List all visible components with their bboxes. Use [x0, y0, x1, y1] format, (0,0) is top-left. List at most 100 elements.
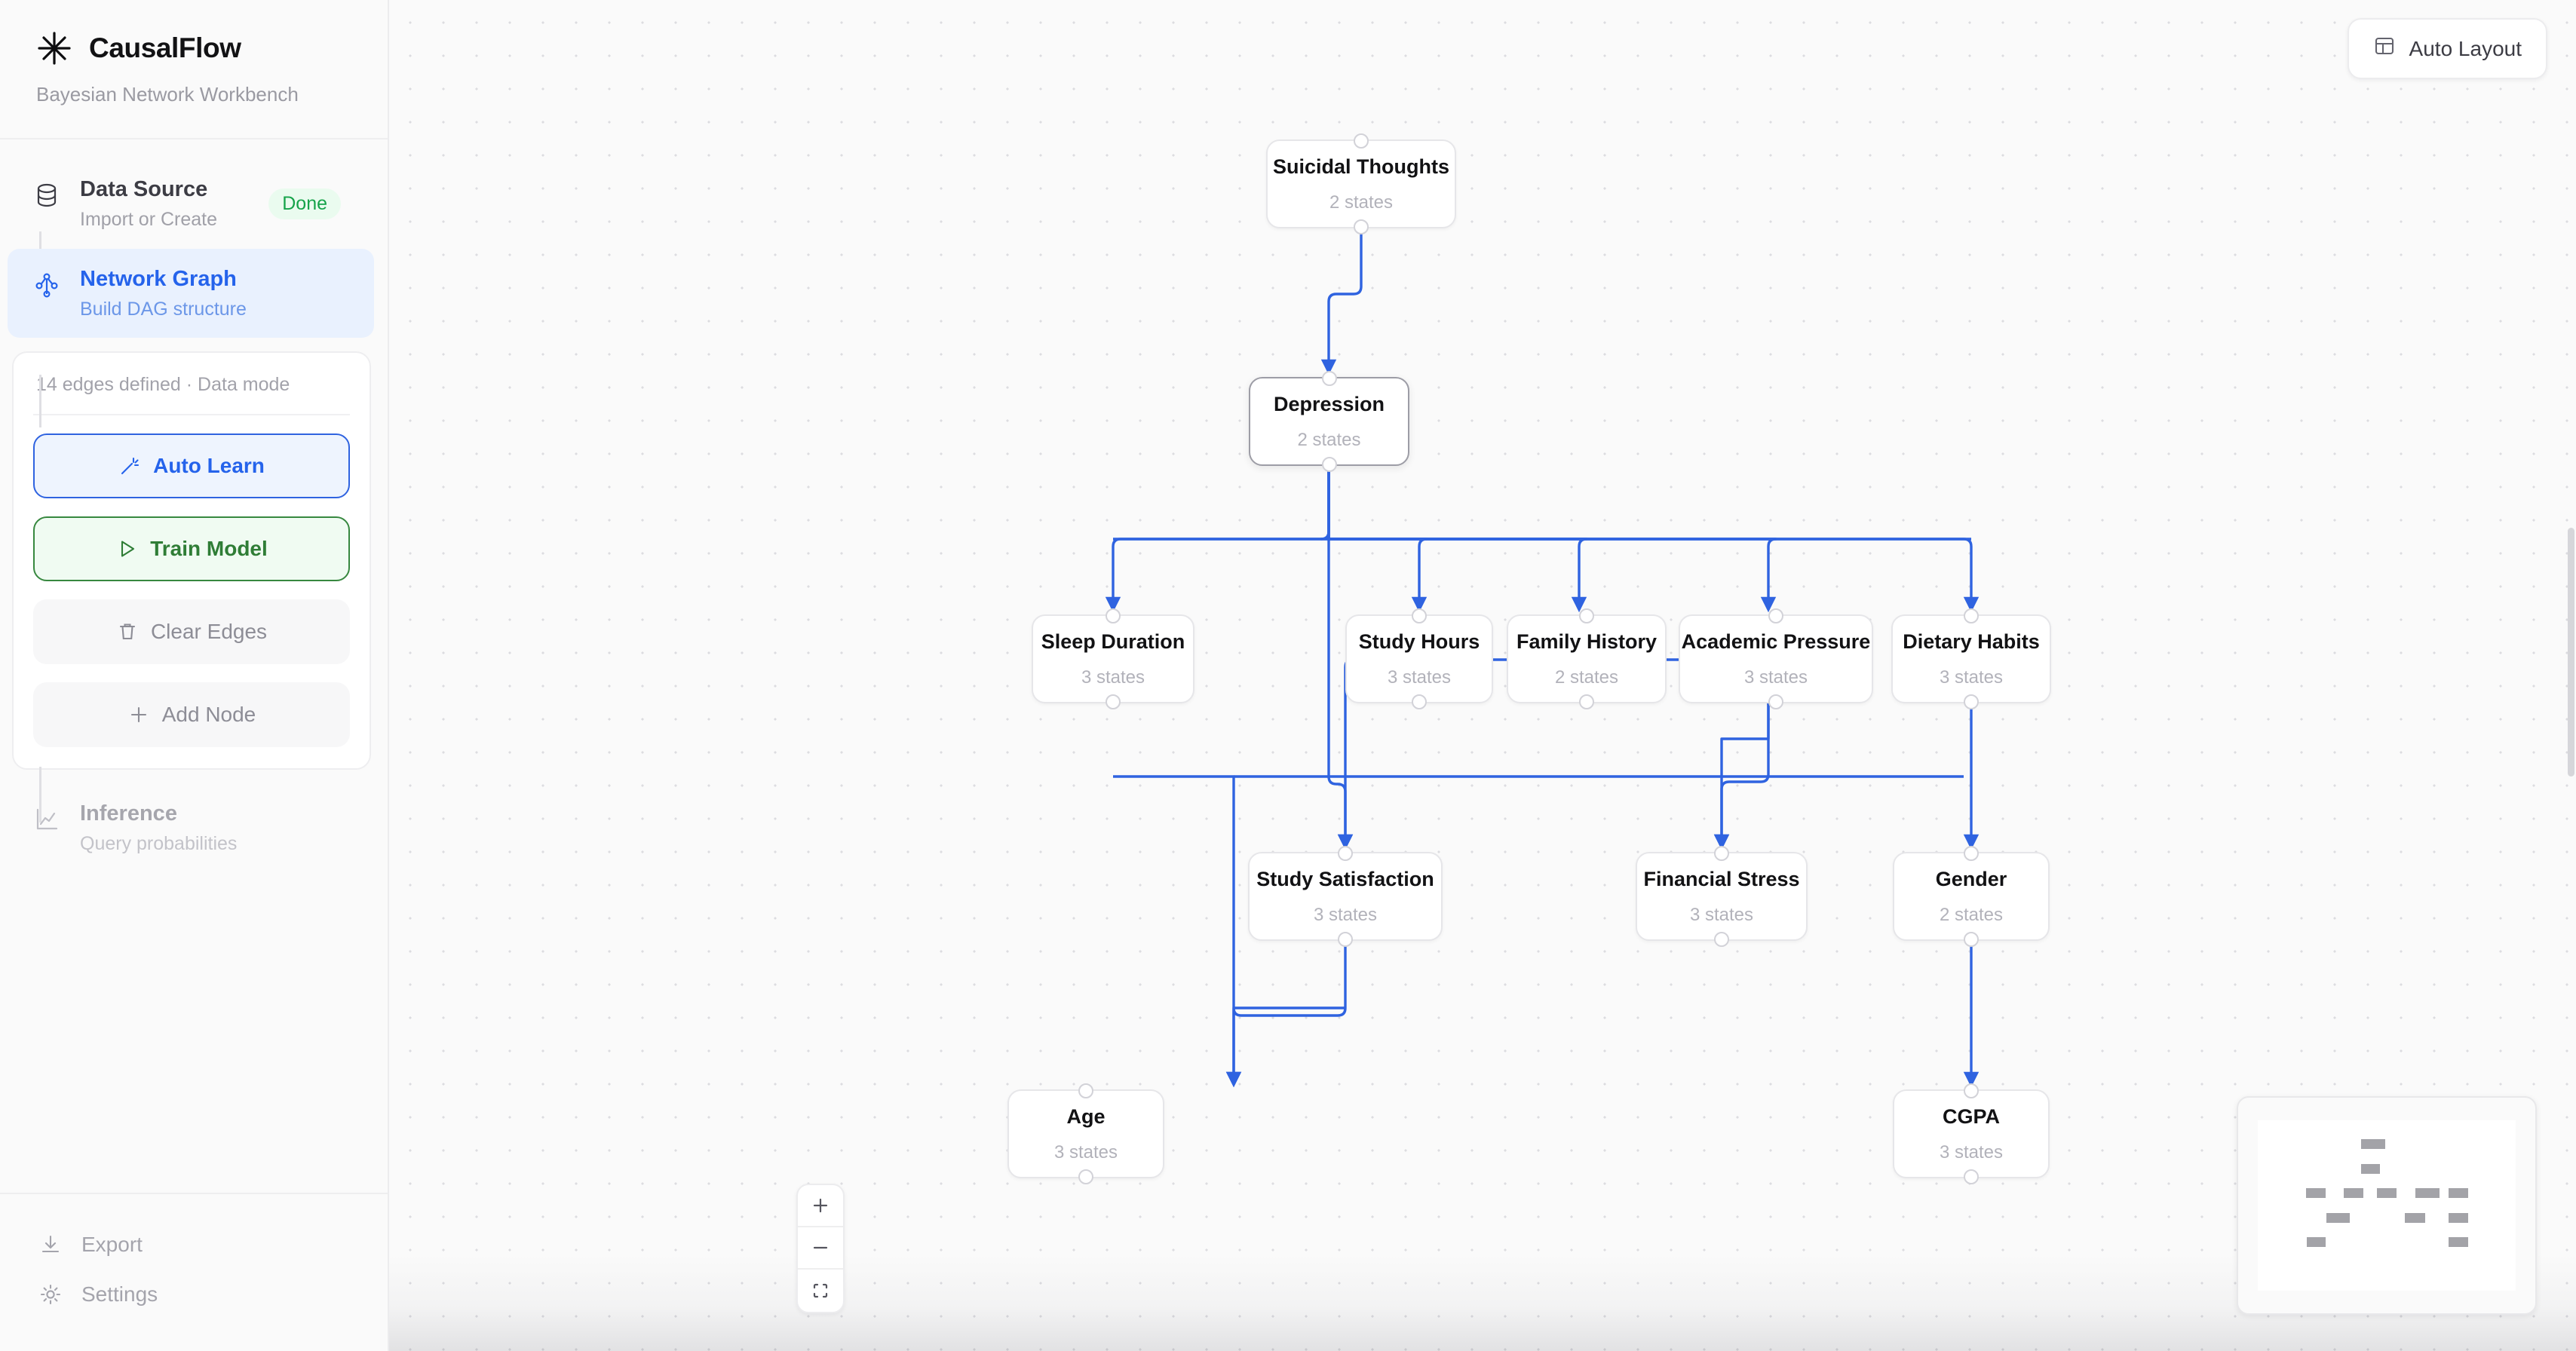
node-handle-bottom[interactable] [1964, 932, 1979, 947]
minimap-node [2377, 1188, 2397, 1199]
node-handle-bottom[interactable] [1106, 694, 1121, 709]
node-states: 3 states [1387, 667, 1452, 688]
sidebar-footer: Export Settings [0, 1193, 388, 1351]
node-label: Financial Stress [1643, 867, 1800, 890]
minimap-node [2404, 1213, 2426, 1224]
node-handle-bottom[interactable] [1768, 694, 1783, 709]
network-graph-icon [30, 268, 63, 302]
train-model-button[interactable]: Train Model [33, 516, 350, 581]
sidebar-item-data-source[interactable]: Data Source Import or Create Done [8, 159, 373, 249]
graph-node-family[interactable]: Family History 2 states [1507, 608, 1667, 709]
download-icon [36, 1230, 65, 1259]
zoom-controls [796, 1184, 845, 1313]
edge-depression-family [1327, 466, 1588, 613]
edge-academic-financial-b [1713, 703, 1770, 850]
edge-suicidal-depression [1320, 228, 1363, 375]
node-handle-bottom[interactable] [1714, 932, 1729, 947]
export-label: Export [81, 1233, 143, 1256]
export-button[interactable]: Export [0, 1220, 388, 1270]
node-handle-top[interactable] [1964, 608, 1979, 623]
node-handle-bottom[interactable] [1321, 457, 1337, 472]
auto-learn-button[interactable]: Auto Learn [33, 433, 350, 498]
node-states: 2 states [1554, 667, 1619, 688]
node-states: 3 states [1939, 1142, 2004, 1163]
sidebar-item-title: Network Graph [80, 266, 237, 291]
minimap-node [2360, 1163, 2381, 1174]
sidebar-item-inference[interactable]: Inference Query probabilities [8, 783, 373, 873]
node-states: 3 states [1081, 667, 1145, 688]
edge-depression-academic [1327, 466, 1777, 613]
plus-icon [127, 703, 150, 726]
layout-panels-icon [2373, 35, 2396, 63]
minimap-viewport [2258, 1120, 2516, 1291]
node-handle-top[interactable] [1714, 846, 1729, 861]
node-handle-bottom[interactable] [1579, 694, 1594, 709]
node-handle-bottom[interactable] [1338, 932, 1353, 947]
brand-block: CausalFlow Bayesian Network Workbench [0, 0, 388, 139]
minimap-node [2449, 1188, 2468, 1199]
database-icon [30, 179, 63, 212]
node-handle-top[interactable] [1768, 608, 1783, 623]
clear-edges-button[interactable]: Clear Edges [33, 599, 350, 664]
add-node-button[interactable]: Add Node [33, 682, 350, 747]
settings-button[interactable]: Settings [0, 1270, 388, 1319]
edge-depression-dietary [1327, 466, 1980, 613]
node-handle-top[interactable] [1338, 846, 1353, 861]
node-label: Study Hours [1358, 630, 1480, 653]
edge-depression-studysat [1327, 466, 1354, 850]
sidebar-item-title: Data Source [80, 177, 208, 201]
zoom-in-button[interactable] [798, 1185, 843, 1227]
node-handle-bottom[interactable] [1964, 694, 1979, 709]
node-handle-top[interactable] [1321, 371, 1337, 386]
node-states: 3 states [1743, 667, 1808, 688]
fit-view-button[interactable] [798, 1270, 843, 1312]
node-handle-top[interactable] [1964, 846, 1979, 861]
node-states: 2 states [1939, 905, 2004, 926]
edge-depression-sleep [1105, 466, 1330, 613]
node-label: Age [1066, 1104, 1106, 1128]
node-handle-top[interactable] [1354, 133, 1369, 149]
node-label: Family History [1516, 630, 1658, 653]
node-label: CGPA [1942, 1104, 2000, 1128]
node-handle-bottom[interactable] [1964, 1169, 1979, 1184]
minimap-node [2305, 1188, 2326, 1199]
node-handle-bottom[interactable] [1354, 219, 1369, 234]
node-handle-top[interactable] [1579, 608, 1594, 623]
minimap[interactable] [2237, 1096, 2537, 1315]
zoom-out-button[interactable] [798, 1227, 843, 1270]
auto-layout-button[interactable]: Auto Layout [2347, 18, 2547, 79]
node-states: 2 states [1329, 192, 1394, 213]
workflow-steps: Data Source Import or Create Done Networ… [0, 139, 388, 873]
node-handle-top[interactable] [1412, 608, 1427, 623]
node-handle-top[interactable] [1078, 1083, 1093, 1098]
edge-studysat-age [1225, 941, 1347, 1088]
node-label: Dietary Habits [1903, 630, 2040, 653]
canvas-scrollbar[interactable] [2568, 528, 2574, 777]
sidebar-item-title: Inference [80, 801, 177, 826]
sidebar-item-network-graph[interactable]: Network Graph Build DAG structure [8, 248, 374, 338]
graph-node-studyhours[interactable]: Study Hours 3 states [1345, 608, 1493, 709]
edges-meta-label: 14 edges defined · Data mode [33, 372, 350, 415]
node-handle-bottom[interactable] [1412, 694, 1427, 709]
play-triangle-icon [115, 538, 138, 560]
trash-icon [116, 620, 139, 643]
line-chart-icon [30, 803, 63, 836]
minimap-node [2306, 1236, 2326, 1247]
node-handle-top[interactable] [1964, 1083, 1979, 1098]
node-handle-bottom[interactable] [1078, 1169, 1093, 1184]
node-handle-top[interactable] [1106, 608, 1121, 623]
graph-node-cgpa[interactable]: CGPA 3 states [1893, 1083, 2050, 1184]
clear-edges-label: Clear Edges [150, 620, 268, 643]
asterisk-star-icon [36, 30, 72, 66]
minimap-node [2343, 1188, 2363, 1199]
